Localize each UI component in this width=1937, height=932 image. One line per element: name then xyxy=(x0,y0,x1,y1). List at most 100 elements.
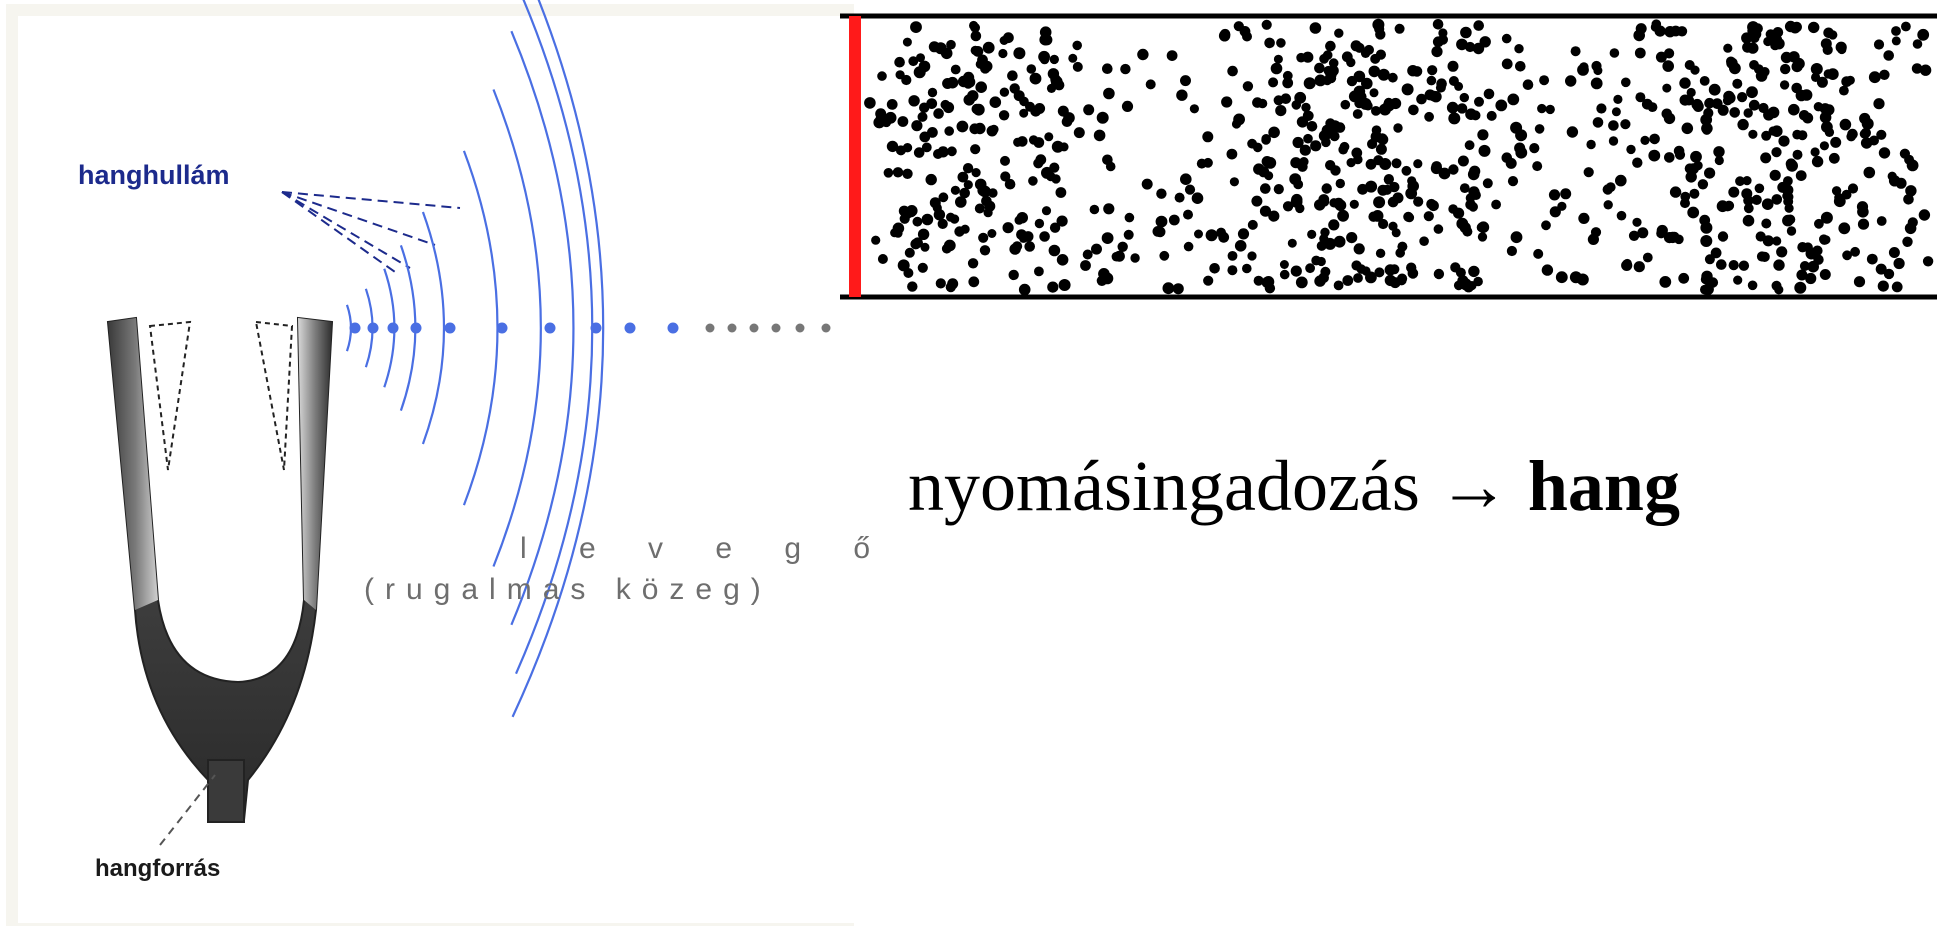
air-particle xyxy=(1748,99,1760,111)
air-particle xyxy=(912,237,923,248)
air-particle xyxy=(1545,104,1555,115)
air-particle xyxy=(1365,158,1377,170)
air-particle xyxy=(1465,41,1476,53)
air-particle xyxy=(910,21,922,33)
air-particle xyxy=(1384,264,1396,276)
air-particle xyxy=(1258,166,1270,178)
air-particle xyxy=(1454,81,1464,91)
air-particle xyxy=(1314,275,1326,287)
air-particle xyxy=(1733,275,1743,285)
air-particle xyxy=(1800,89,1813,101)
air-particle xyxy=(1448,164,1459,175)
air-particle xyxy=(1431,161,1442,172)
air-particle xyxy=(1835,41,1847,53)
air-particle xyxy=(957,171,969,183)
air-particle xyxy=(1022,231,1034,242)
air-particle xyxy=(1469,165,1481,177)
air-particle xyxy=(926,98,938,109)
air-particle xyxy=(950,185,960,195)
air-particle xyxy=(1291,193,1303,206)
air-particle xyxy=(1371,106,1381,116)
air-particle xyxy=(1034,266,1044,277)
air-particle xyxy=(1738,260,1750,271)
air-particle xyxy=(1334,199,1347,212)
air-particle xyxy=(875,113,888,125)
air-particle xyxy=(1621,77,1631,88)
air-particle xyxy=(1632,217,1642,227)
air-particle xyxy=(1375,29,1386,40)
air-particle xyxy=(1049,222,1061,233)
air-particle xyxy=(1433,268,1445,280)
sound-wave-dots xyxy=(349,322,831,334)
air-particle xyxy=(1805,272,1817,285)
air-particle xyxy=(1102,154,1113,166)
air-particle xyxy=(1810,147,1820,157)
air-particle xyxy=(933,108,944,119)
air-particle xyxy=(1577,64,1589,76)
source-label: hangforrás xyxy=(95,855,221,882)
air-particle xyxy=(959,187,970,199)
air-particle xyxy=(1468,202,1478,212)
air-particle xyxy=(1796,269,1808,281)
air-particle xyxy=(947,278,959,290)
air-particle xyxy=(1838,222,1851,235)
air-particle xyxy=(1828,152,1840,164)
air-particle xyxy=(960,224,970,234)
air-particle xyxy=(950,64,961,75)
air-particle xyxy=(1758,102,1769,114)
air-particle xyxy=(920,242,930,252)
particle-box xyxy=(840,13,1937,300)
air-particle xyxy=(1349,199,1359,209)
air-particle xyxy=(1351,147,1363,159)
air-particle xyxy=(1328,219,1340,231)
air-particle xyxy=(921,213,934,226)
air-particle xyxy=(1369,88,1379,98)
air-particle xyxy=(911,120,923,132)
air-particle xyxy=(1791,61,1803,73)
air-particle xyxy=(1769,169,1781,181)
air-particle xyxy=(1162,282,1175,295)
air-particle xyxy=(1780,51,1793,64)
air-particle xyxy=(1303,77,1316,90)
air-particle xyxy=(1826,68,1839,80)
air-particle xyxy=(1797,242,1808,253)
air-particle xyxy=(1690,150,1702,163)
air-particle xyxy=(1290,265,1302,277)
air-particle xyxy=(1166,50,1178,61)
air-particle xyxy=(1747,280,1758,291)
air-particle xyxy=(1506,245,1517,257)
air-label: l e v e g ő xyxy=(520,532,893,565)
air-particle xyxy=(1321,183,1332,194)
air-particle xyxy=(1907,217,1918,228)
air-particle xyxy=(1342,275,1354,286)
air-dot xyxy=(795,323,805,333)
air-particle xyxy=(1701,122,1713,135)
air-particle xyxy=(1448,204,1458,214)
air-particle xyxy=(938,192,949,203)
wave-dot xyxy=(544,322,556,334)
air-particle xyxy=(1009,243,1021,255)
air-particle xyxy=(1723,90,1735,103)
prong-vibration-outline-left xyxy=(148,320,192,471)
air-particle xyxy=(1841,76,1853,87)
air-particle xyxy=(1765,29,1776,40)
air-particle xyxy=(1435,82,1446,93)
air-particle xyxy=(1704,254,1715,265)
air-particle xyxy=(886,99,898,110)
air-particles xyxy=(864,18,1934,296)
air-particle xyxy=(1810,63,1823,75)
air-particle xyxy=(1184,184,1196,195)
air-particle xyxy=(1218,30,1231,42)
air-particle xyxy=(1501,33,1512,44)
air-particle xyxy=(892,167,904,178)
air-particle xyxy=(1673,145,1685,157)
wave-dot xyxy=(349,322,361,334)
air-particle xyxy=(917,262,928,273)
air-particle xyxy=(1661,108,1673,120)
air-particle xyxy=(1743,108,1753,118)
air-particle xyxy=(1183,241,1194,252)
air-particle xyxy=(1784,192,1794,202)
air-particle xyxy=(1068,53,1078,63)
air-particle xyxy=(1264,37,1275,49)
air-particle xyxy=(1371,210,1384,222)
